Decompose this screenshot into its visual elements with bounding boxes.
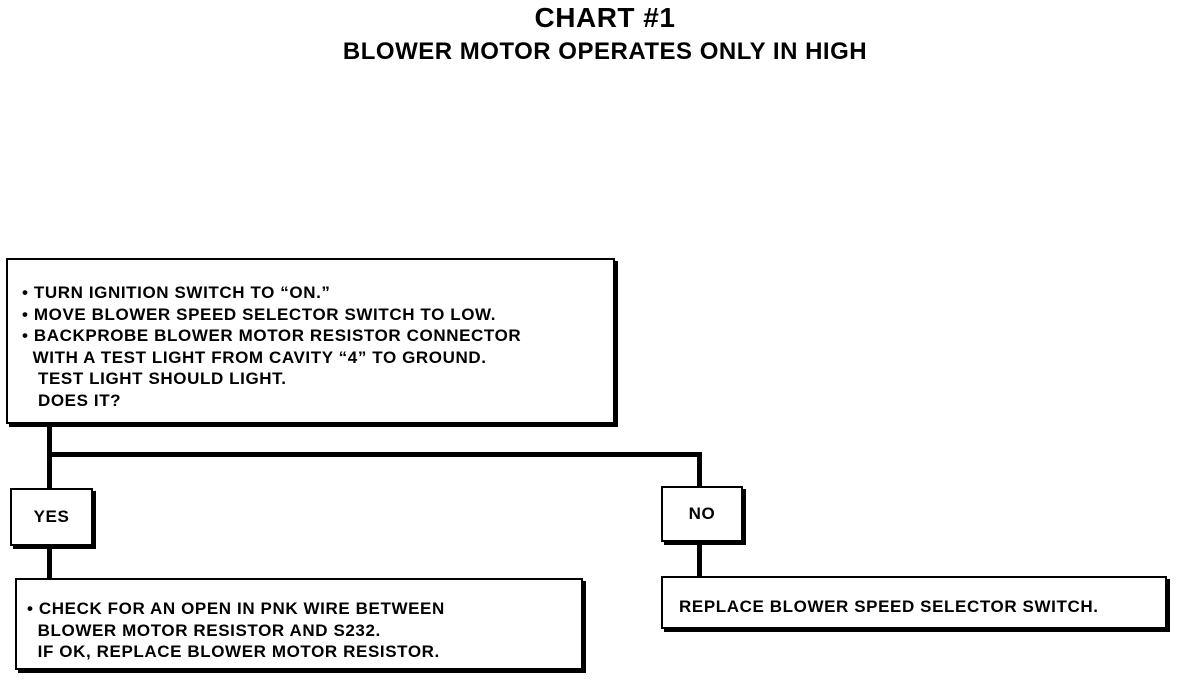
yes-result-line: IF OK, REPLACE BLOWER MOTOR RESISTOR. (27, 642, 440, 661)
connector-yes-to-result (47, 545, 52, 580)
start-step-line: • MOVE BLOWER SPEED SELECTOR SWITCH TO L… (22, 304, 497, 324)
start-step-line: TEST LIGHT SHOULD LIGHT. (22, 369, 287, 388)
connector-to-no (697, 452, 702, 488)
start-step-box: • TURN IGNITION SWITCH TO “ON.” • MOVE B… (6, 258, 615, 424)
start-step-line: WITH A TEST LIGHT FROM CAVITY “4” TO GRO… (22, 347, 487, 367)
start-step-line: • TURN IGNITION SWITCH TO “ON.” (22, 283, 331, 302)
chart-title: CHART #1 (534, 2, 676, 33)
start-step-line: DOES IT? (22, 390, 122, 410)
start-step-line: • BACKPROBE BLOWER MOTOR RESISTOR CONNEC… (22, 326, 522, 345)
no-result-line: REPLACE BLOWER SPEED SELECTOR SWITCH. (679, 597, 1099, 616)
yes-result-line: • CHECK FOR AN OPEN IN PNK WIRE BETWEEN (27, 599, 445, 618)
no-result-box: REPLACE BLOWER SPEED SELECTOR SWITCH. (661, 576, 1167, 629)
yes-result-line: BLOWER MOTOR RESISTOR AND S232. (27, 620, 381, 640)
connector-from-start (47, 424, 52, 490)
yes-result-box: • CHECK FOR AN OPEN IN PNK WIRE BETWEEN … (15, 578, 583, 670)
chart-subtitle: BLOWER MOTOR OPERATES ONLY IN HIGH (342, 38, 868, 65)
no-label: NO (688, 504, 716, 524)
no-answer-box: NO (661, 486, 743, 542)
yes-label: YES (33, 507, 70, 527)
branch-horizontal-connector (47, 452, 702, 457)
yes-answer-box: YES (10, 488, 93, 546)
connector-no-to-result (697, 542, 702, 578)
